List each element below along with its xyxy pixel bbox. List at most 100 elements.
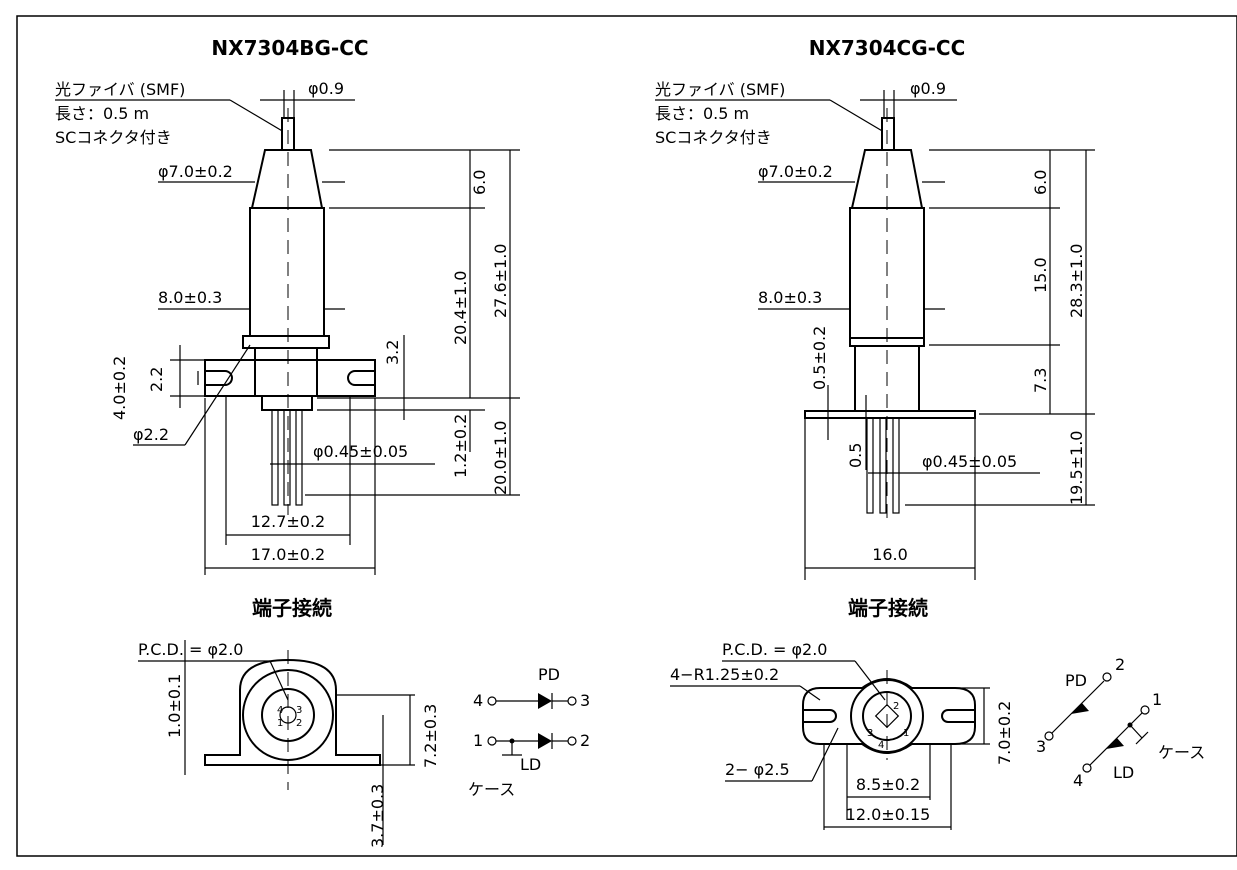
left-base: [261, 395, 313, 411]
right-pin-off: 0.5: [846, 443, 865, 468]
right-slot-right: [941, 709, 975, 723]
left-body-len: 20.4±1.0: [451, 271, 470, 345]
right-fiber-line-1: 光ファイバ (SMF): [655, 80, 785, 99]
left-hex: [254, 347, 318, 397]
left-flange-height: 4.0±0.2: [110, 356, 129, 420]
left-slot: 2.2: [147, 367, 166, 392]
right-pinnum-4: 4: [878, 740, 884, 751]
left-total-len: 27.6±1.0: [491, 244, 510, 318]
left-pin-3: [295, 409, 303, 506]
left-n2-terminal: [567, 736, 577, 746]
drawing-frame: [16, 15, 1237, 857]
left-flange-t: 1.0±0.1: [165, 674, 184, 738]
right-holes-leader-2: [811, 727, 839, 782]
left-taper: [250, 149, 324, 209]
left-pin-2: [283, 409, 291, 506]
right-n1-terminal: [1140, 705, 1150, 715]
right-fiber-leader-2: [829, 99, 885, 133]
right-drawing: NX7304CG-CC 光ファイバ (SMF) 長さ：0.5 m SCコネクタ付…: [655, 36, 1205, 830]
left-n4: 4: [473, 691, 483, 710]
right-radius-leader-2: [799, 685, 821, 701]
left-n1: 1: [473, 731, 483, 750]
right-pcd: P.C.D. = φ2.0: [722, 640, 827, 659]
right-n4: 4: [1073, 771, 1083, 790]
left-fiber-dia: φ0.9: [308, 79, 344, 98]
left-ld-diode: [538, 733, 552, 749]
left-taper-len: 6.0: [470, 170, 489, 195]
left-pinnum-1: 1: [277, 718, 283, 729]
right-ground-wire: [1129, 724, 1143, 739]
left-drawing: NX7304BG-CC 光ファイバ (SMF) 長さ：0.5 m SCコネクタ付…: [55, 36, 590, 848]
left-fiber-line-1: 光ファイバ (SMF): [55, 80, 185, 99]
left-hole-leader-2: [184, 344, 251, 446]
right-flange-width: 16.0: [872, 545, 908, 564]
left-n3-terminal: [567, 696, 577, 706]
right-base-len: 7.3: [1031, 368, 1050, 393]
left-ld: LD: [520, 755, 541, 774]
left-pd-diode: [538, 693, 552, 709]
left-pinnum-4: 4: [277, 705, 283, 716]
left-pin-step: 1.2±0.2: [451, 414, 470, 478]
right-fiber-line-2: 長さ：0.5 m: [655, 104, 749, 123]
right-pd: PD: [1065, 671, 1087, 690]
right-fiber: [881, 117, 895, 151]
right-taper-len: 6.0: [1031, 170, 1050, 195]
left-collar: [242, 335, 330, 349]
right-n2: 2: [1115, 655, 1125, 674]
right-body-top-dia: φ7.0±0.2: [758, 162, 833, 181]
right-holes: 2− φ2.5: [725, 760, 790, 779]
left-title: NX7304BG-CC: [211, 36, 368, 60]
left-pd: PD: [538, 665, 560, 684]
right-pin-1: [866, 417, 874, 514]
right-fiber-line-3: SCコネクタ付き: [655, 128, 772, 147]
right-flange-t: 0.5±0.2: [810, 326, 829, 390]
right-height: 7.0±0.2: [995, 701, 1014, 765]
left-pcd-leader-2: [269, 660, 289, 701]
right-pin-square: [874, 703, 900, 729]
right-body-dia: 8.0±0.3: [758, 288, 822, 307]
left-n3: 3: [580, 691, 590, 710]
left-hole: φ2.2: [133, 425, 169, 444]
right-pin-len: 19.5±1.0: [1067, 431, 1086, 505]
right-pin-dia: φ0.45±0.05: [922, 452, 1017, 471]
left-pin-title: 端子接続: [252, 596, 332, 620]
right-n3-terminal: [1044, 731, 1054, 741]
left-n4-terminal: [487, 696, 497, 706]
right-ld-diode: [1106, 738, 1124, 749]
left-flange: [204, 359, 376, 397]
left-height: 7.2±0.3: [421, 704, 440, 768]
right-pd-diode: [1071, 703, 1089, 714]
right-pin-title: 端子接続: [848, 596, 928, 620]
left-n1-terminal: [487, 736, 497, 746]
left-pin-dia: φ0.45±0.05: [313, 442, 408, 461]
right-ld: LD: [1113, 763, 1134, 782]
left-pinnum-2: 2: [296, 718, 302, 729]
right-title: NX7304CG-CC: [809, 36, 966, 60]
right-pitch-in: 8.5±0.2: [856, 775, 920, 794]
right-total-len: 28.3±1.0: [1067, 244, 1086, 318]
left-slot-right: [347, 370, 375, 386]
left-body-dia: 8.0±0.3: [158, 288, 222, 307]
left-base-outline: [204, 658, 381, 766]
right-radius: 4−R1.25±0.2: [670, 665, 779, 684]
right-n3: 3: [1036, 737, 1046, 756]
right-pitch-out: 12.0±0.15: [846, 805, 931, 824]
right-pin-3: [892, 417, 900, 514]
left-pin-len: 20.0±1.0: [491, 421, 510, 495]
left-fiber-leader-2: [229, 99, 285, 133]
right-slot-left: [803, 709, 837, 723]
left-n2: 2: [580, 731, 590, 750]
left-fiber-line-3: SCコネクタ付き: [55, 128, 172, 147]
left-flange-width: 17.0±0.2: [251, 545, 325, 564]
left-slot-left: [205, 370, 233, 386]
left-pinnum-3: 3: [296, 705, 302, 716]
left-pin-1: [271, 409, 279, 506]
left-flange-off: 3.2: [383, 340, 402, 365]
right-ground-icon: [1135, 731, 1149, 745]
right-body-len: 15.0: [1031, 257, 1050, 293]
right-pin-2: [879, 417, 887, 514]
right-pinnum-2: 2: [893, 701, 899, 712]
right-flange: [804, 410, 976, 419]
left-body-top-dia: φ7.0±0.2: [158, 162, 233, 181]
